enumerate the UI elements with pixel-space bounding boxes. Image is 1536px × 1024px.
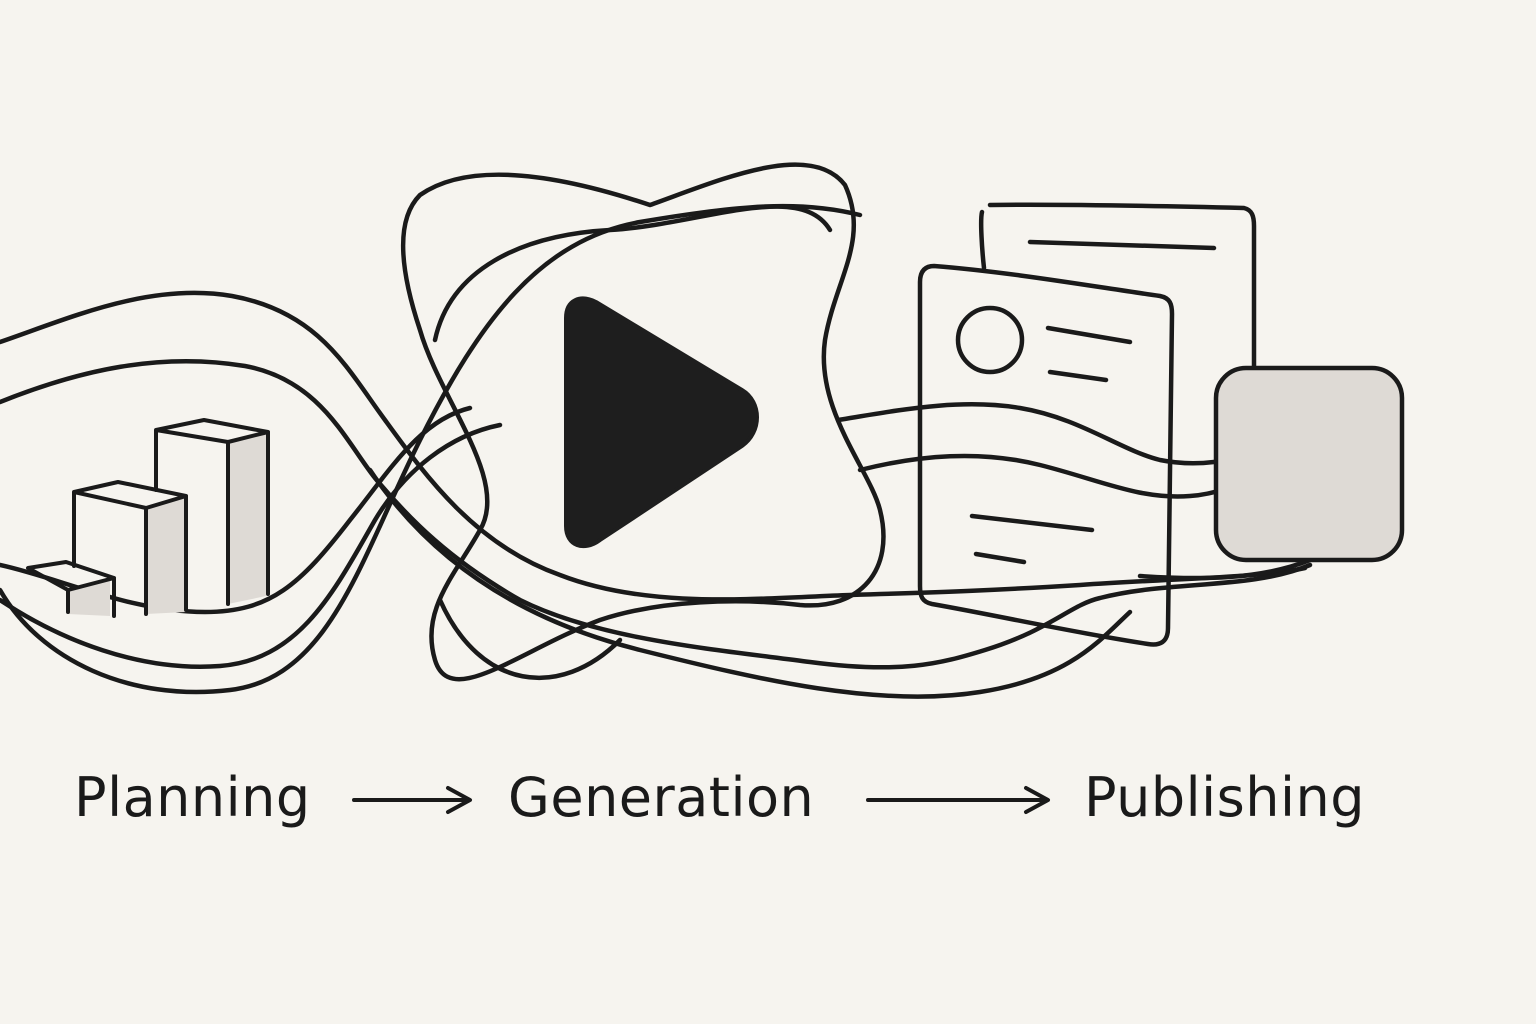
stage-label-generation: Generation — [508, 766, 815, 829]
media-tile — [1213, 365, 1405, 563]
avatar-circle — [955, 305, 1025, 375]
ribbon-line — [835, 402, 1263, 466]
back-document-line — [1027, 239, 1217, 251]
generation-blob — [400, 162, 886, 682]
arrow-right-icon — [866, 786, 1050, 814]
back-document — [987, 202, 1257, 369]
blob-outline — [400, 162, 886, 682]
front-document — [917, 263, 1175, 647]
bar-tall — [154, 418, 270, 606]
arrow-right-icon — [352, 786, 472, 814]
document-line — [1047, 369, 1109, 383]
document-line — [969, 513, 1095, 533]
ribbon-line — [0, 203, 863, 695]
ribbon-line — [0, 422, 503, 669]
bar-chart-icon — [26, 418, 270, 618]
stage-label-planning: Planning — [74, 766, 311, 829]
stage-label-publishing: Publishing — [1084, 766, 1365, 829]
document-line — [1045, 325, 1133, 345]
bar-small — [26, 560, 116, 618]
back-document-edge — [978, 209, 987, 271]
ribbon-line — [0, 358, 1313, 670]
document-line — [973, 551, 1027, 565]
blob-inner-loop — [437, 597, 623, 681]
ribbon-line — [0, 290, 1308, 602]
documents-icon — [917, 202, 1257, 647]
blob-inner-loop — [432, 204, 833, 343]
bar-medium — [72, 480, 188, 616]
ribbon-line — [1137, 557, 1313, 581]
play-icon — [564, 296, 759, 549]
ribbon-line — [367, 467, 1133, 699]
